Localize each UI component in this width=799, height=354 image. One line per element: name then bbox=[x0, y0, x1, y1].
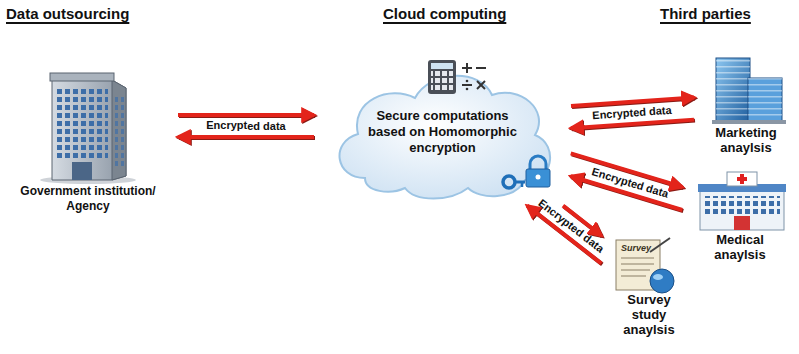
paper-title: Survey bbox=[621, 243, 651, 253]
icon-space bbox=[700, 55, 792, 125]
section-heading: Third parties bbox=[660, 5, 751, 22]
arrow-label: Encrypted data bbox=[206, 119, 285, 132]
data-flow-arrow bbox=[178, 113, 314, 117]
cloud-text: Secure computations based on Homomorphic… bbox=[360, 108, 525, 156]
data-flow-arrow bbox=[571, 98, 694, 107]
survey-paper-icon bbox=[616, 238, 674, 293]
party-node: Marketing anaylsis bbox=[700, 55, 792, 155]
icon-space bbox=[688, 170, 792, 232]
party-node: Survey study anaylsis bbox=[606, 236, 692, 337]
party-node: Medical anaylsis bbox=[688, 170, 792, 262]
arrow-label: Encrypted data bbox=[536, 196, 607, 255]
data-flow-arrow bbox=[571, 120, 694, 129]
cloud-node: Secure computations based on Homomorphic… bbox=[320, 50, 565, 202]
agency-building-icon bbox=[40, 73, 136, 184]
party-label: Marketing anaylsis bbox=[700, 125, 792, 155]
agency-node: Government institution/ Agency bbox=[4, 72, 172, 214]
icon-space bbox=[606, 236, 692, 292]
arrow-label: Encrypted data bbox=[592, 104, 672, 122]
icon-space bbox=[4, 72, 172, 184]
party-label: Government institution/ Agency bbox=[4, 184, 172, 214]
cloud-text-block: Secure computations based on Homomorphic… bbox=[360, 108, 525, 156]
data-flow-arrow bbox=[178, 135, 314, 139]
party-label: Survey study anaylsis bbox=[606, 292, 692, 337]
section-heading: Cloud computing bbox=[383, 5, 506, 22]
party-label: Medical anaylsis bbox=[688, 232, 792, 262]
cloud-outline bbox=[340, 76, 551, 199]
marketing-building-icon bbox=[712, 58, 786, 124]
section-heading: Data outsourcing bbox=[6, 5, 129, 22]
hospital-building-icon bbox=[698, 172, 786, 230]
